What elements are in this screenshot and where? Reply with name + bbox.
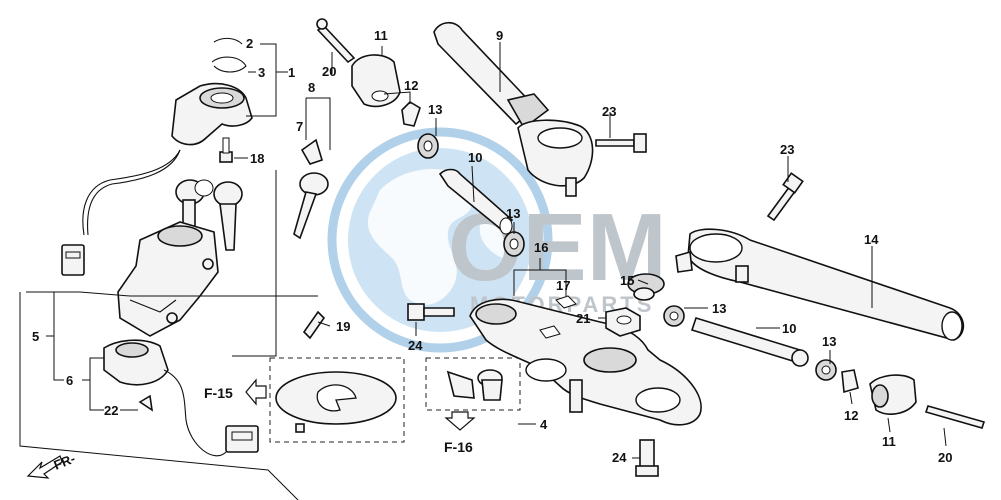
frame-f16 [425, 357, 521, 411]
plate-17 [555, 295, 577, 309]
snap-ring-3 [211, 56, 247, 73]
switch-assembly-6 [103, 339, 259, 457]
callout-17: 17 [556, 278, 570, 293]
nut-13-d [815, 359, 837, 381]
callout-14: 14 [864, 232, 879, 247]
top-bridge [469, 295, 702, 426]
callout-8: 8 [308, 80, 315, 95]
callout-20-a: 20 [322, 64, 336, 79]
handlebar-left-9 [433, 21, 594, 197]
bolt-24-a [407, 303, 455, 321]
callout-2: 2 [246, 36, 253, 51]
callout-10-a: 10 [468, 150, 482, 165]
callout-23-b: 23 [780, 142, 794, 157]
clip-12-a [401, 100, 421, 127]
nut-13-b [503, 231, 525, 257]
callout-7: 7 [296, 119, 303, 134]
callout-1: 1 [288, 65, 295, 80]
ignition-connector [61, 244, 85, 276]
callout-labels: 2 3 1 8 7 18 19 5 6 22 4 20 11 12 13 9 1… [32, 28, 952, 465]
callout-9: 9 [496, 28, 503, 43]
inner-weight-10-b [690, 317, 809, 367]
callout-5: 5 [32, 329, 39, 344]
ignition-switch-body [117, 221, 219, 337]
ref-arrow-f16: F-16 [444, 411, 476, 455]
sub-assembly-frames [269, 357, 521, 443]
bolt-23-b [766, 172, 804, 222]
clip-12-b [841, 369, 859, 394]
bar-end-weight-11-a [351, 54, 401, 108]
callout-15: 15 [620, 273, 634, 288]
callout-11-b: 11 [882, 434, 896, 449]
snap-ring-2 [213, 37, 243, 45]
callout-22: 22 [104, 403, 118, 418]
callout-20-b: 20 [938, 450, 952, 465]
ref-label-f16: F-16 [444, 439, 473, 455]
callout-13-c: 13 [712, 301, 726, 316]
frame-f15 [269, 357, 405, 443]
callout-6: 6 [66, 373, 73, 388]
nut-13-a [417, 133, 439, 159]
stem-nut-21 [605, 307, 641, 337]
switch-connector [225, 425, 259, 453]
nut-13-c [663, 305, 685, 327]
key-blank-7 [300, 138, 323, 165]
bolt-20-b [924, 405, 986, 429]
front-arrow: FR- [26, 451, 78, 479]
callout-18: 18 [250, 151, 264, 166]
key-8 [299, 172, 329, 196]
callout-3: 3 [258, 65, 265, 80]
front-label: FR- [52, 451, 78, 473]
callout-19: 19 [336, 319, 350, 334]
ignition-wire [82, 149, 181, 236]
callout-4: 4 [540, 417, 548, 432]
callout-21: 21 [576, 311, 590, 326]
bolt-23-a [595, 133, 647, 153]
leader-lines [46, 42, 947, 459]
ignition-assembly [19, 37, 329, 500]
callout-12-b: 12 [844, 408, 858, 423]
cap-15 [627, 273, 665, 301]
ref-arrow-f15: F-15 [204, 378, 267, 406]
ref-label-f15: F-15 [204, 385, 233, 401]
callout-12-a: 12 [404, 78, 418, 93]
screw-19 [302, 310, 326, 340]
handlebar-right-14 [675, 228, 965, 341]
callout-24-a: 24 [408, 338, 423, 353]
callout-16: 16 [534, 240, 548, 255]
callout-13-a: 13 [428, 102, 442, 117]
inner-weight-10-a [438, 168, 514, 235]
bolt-24-b [635, 439, 659, 477]
callout-24-b: 24 [612, 450, 627, 465]
bolt-20-a [316, 18, 356, 64]
callout-13-d: 13 [822, 334, 836, 349]
callout-10-b: 10 [782, 321, 796, 336]
bar-end-weight-11-b [869, 374, 917, 415]
callout-23-a: 23 [602, 104, 616, 119]
key-set [175, 179, 243, 251]
screw-18 [219, 137, 233, 163]
callout-13-b: 13 [506, 206, 520, 221]
callout-11-a: 11 [374, 28, 388, 43]
screw-22 [138, 394, 154, 412]
